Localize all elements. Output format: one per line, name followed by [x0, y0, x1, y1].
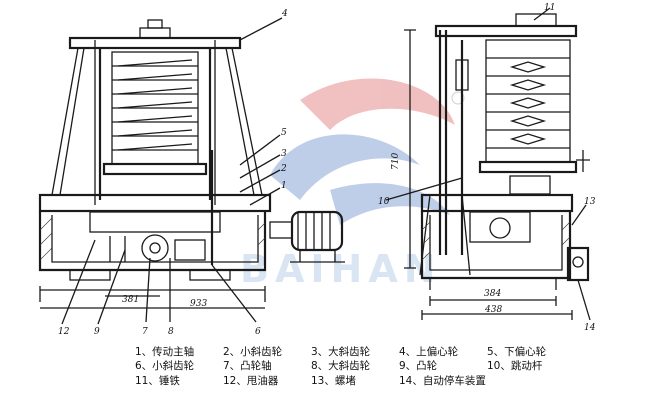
callout-11: 11 [544, 3, 555, 13]
callout-3: 3 [281, 149, 287, 159]
callout-12: 12 [58, 327, 70, 337]
legend-item: 12、甩油器 [223, 374, 279, 387]
callout-13: 13 [584, 197, 596, 207]
legend-item: 14、自动停车装置 [399, 374, 486, 387]
callout-2: 2 [280, 164, 287, 174]
legend-item: 6、小斜齿轮 [135, 360, 195, 373]
dim-right-height: 710 [391, 153, 401, 170]
legend-row: 11、锤铁 12、甩油器 13、螺堵 14、自动停车装置 [135, 373, 575, 388]
callout-9: 9 [94, 327, 100, 337]
callout-14: 14 [584, 323, 596, 333]
legend-item: 2、小斜齿轮 [223, 345, 283, 358]
callout-7: 7 [142, 327, 148, 337]
legend-item: 10、跳动杆 [487, 360, 543, 373]
callout-6: 6 [255, 327, 261, 337]
watermark-text: BAIHAN [240, 247, 442, 291]
callout-8: 8 [168, 327, 174, 337]
dim-left-partial: 381 [122, 295, 139, 305]
callout-4: 4 [281, 9, 288, 19]
dim-left-overall: 933 [190, 299, 207, 309]
legend-item: 9、凸轮 [399, 360, 438, 373]
legend-item: 11、锤铁 [135, 374, 180, 387]
dim-right-overall: 438 [484, 305, 502, 315]
watermark-logo: BAIHAN [240, 78, 465, 291]
dim-right-base: 384 [484, 289, 501, 299]
legend-item: 3、大斜齿轮 [311, 345, 371, 358]
callout-5: 5 [281, 128, 287, 138]
legend-row: 6、小斜齿轮 7、凸轮轴 8、大斜齿轮 9、凸轮 10、跳动杆 [135, 359, 575, 374]
legend-item: 1、传动主轴 [135, 345, 195, 358]
callout-10: 10 [378, 197, 390, 207]
legend-item: 8、大斜齿轮 [311, 360, 371, 373]
legend-item: 5、下偏心轮 [487, 345, 547, 358]
legend-item: 13、螺堵 [311, 374, 356, 387]
legend-item: 7、凸轮轴 [223, 360, 272, 373]
right-view: 710 384 438 [378, 3, 596, 333]
left-view: 381 933 4 5 3 2 1 12 9 7 8 6 [38, 9, 345, 337]
callout-1: 1 [281, 181, 287, 191]
legend-row: 1、传动主轴 2、小斜齿轮 3、大斜齿轮 4、上偏心轮 5、下偏心轮 [135, 344, 575, 359]
legend-item: 4、上偏心轮 [399, 345, 459, 358]
parts-legend: 1、传动主轴 2、小斜齿轮 3、大斜齿轮 4、上偏心轮 5、下偏心轮 6、小斜齿… [135, 344, 575, 388]
